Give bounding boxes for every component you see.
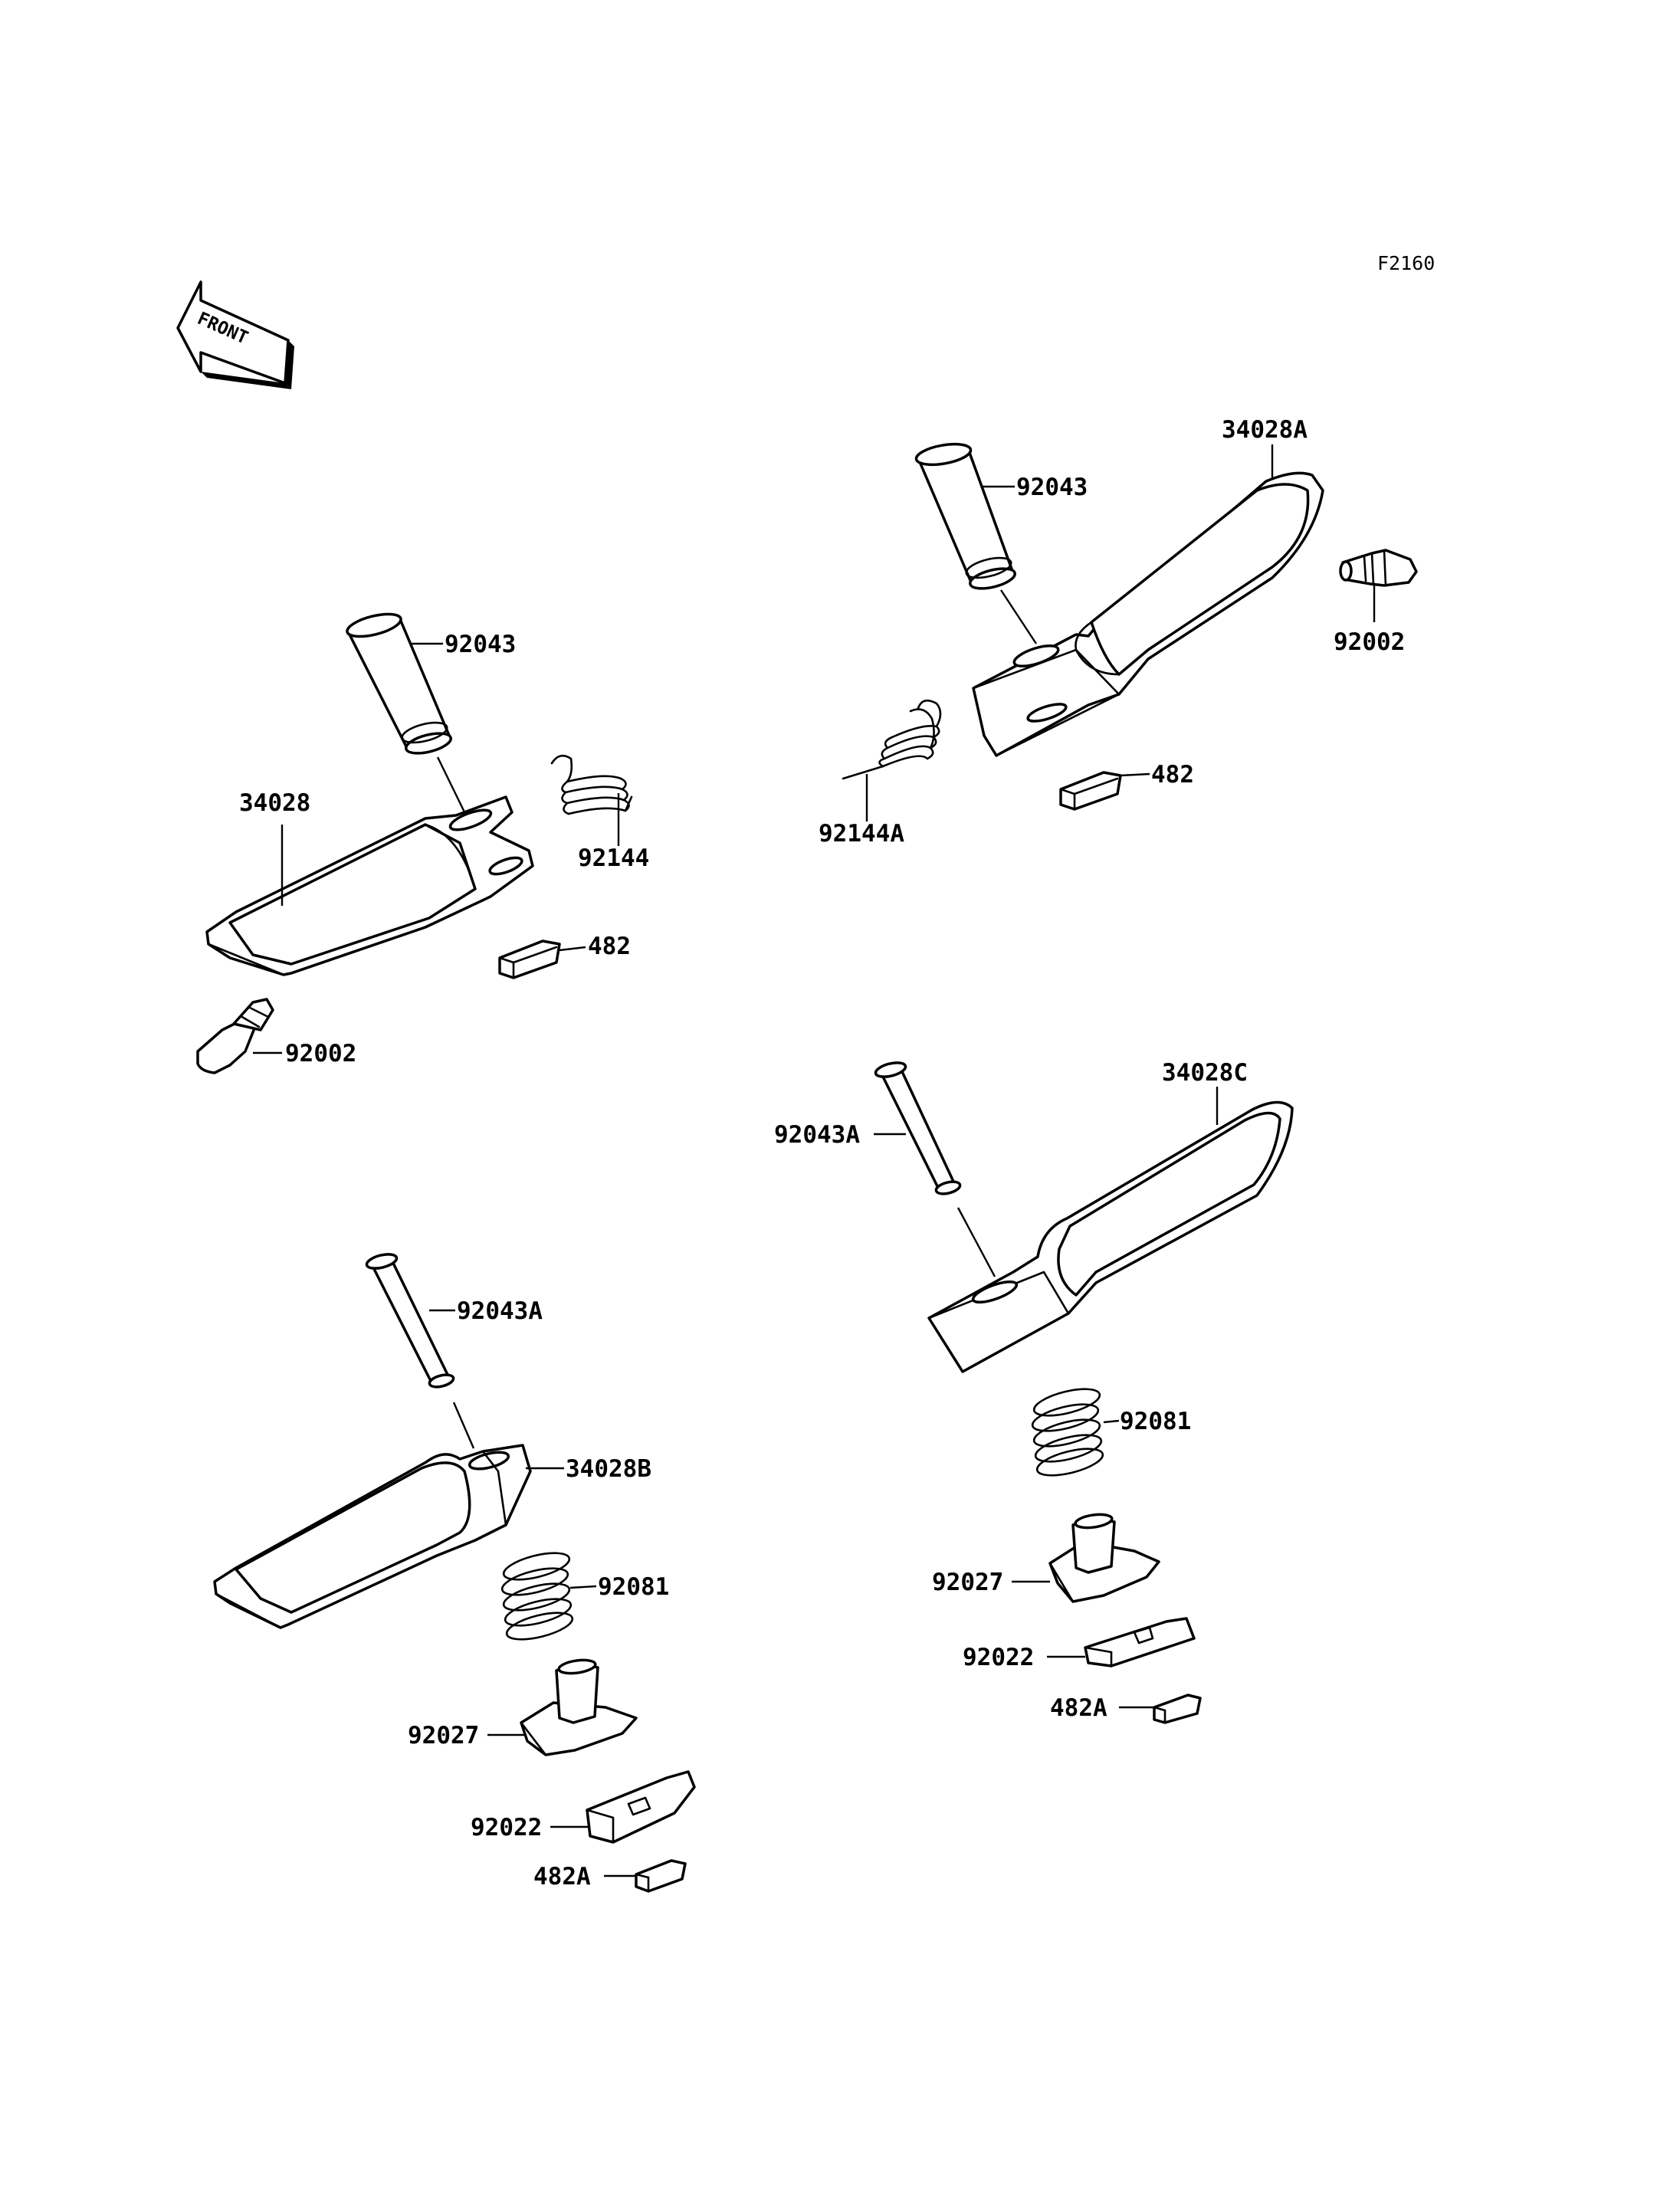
label-92043A-bl: 92043A	[457, 1297, 543, 1325]
label-92043A-br: 92043A	[774, 1121, 860, 1149]
spring-92144A-tr	[842, 699, 942, 780]
clip-482A-br	[1153, 1694, 1202, 1724]
assembly-bottom-right: 92043A 34028C 92081 92027 92022 482A	[774, 1059, 1294, 1724]
assembly-bottom-left: 92043A 34028B 92081 92027 92022 482A	[213, 1253, 696, 1893]
stopper-92002-tr	[1339, 549, 1418, 587]
label-92043-tr: 92043	[1016, 474, 1088, 501]
label-92081-br: 92081	[1120, 1408, 1191, 1435]
clip-482-tl	[498, 939, 561, 979]
label-92022-bl: 92022	[471, 1814, 542, 1841]
label-92002-tr: 92002	[1334, 628, 1405, 656]
label-482-tl: 482	[588, 933, 631, 960]
label-92081-bl: 92081	[598, 1573, 669, 1601]
front-arrow-icon: FRONT	[176, 280, 294, 389]
clip-482-tr	[1059, 771, 1122, 811]
label-482-tr: 482	[1151, 761, 1194, 789]
pin-92043-tl	[346, 612, 452, 755]
spring-92081-bl	[500, 1552, 574, 1641]
bracket-92027-br	[1048, 1513, 1160, 1603]
footpeg-34028C-br	[927, 1100, 1294, 1373]
clip-482A-bl	[635, 1859, 687, 1893]
label-482A-bl: 482A	[533, 1863, 591, 1890]
figure-code: F2160	[1377, 252, 1435, 274]
footpeg-34028B-bl	[213, 1444, 532, 1629]
assembly-top-right: 92043 34028A 92002 92144A 482	[819, 416, 1418, 848]
label-34028A-tr: 34028A	[1222, 416, 1308, 444]
label-482A-br: 482A	[1050, 1694, 1107, 1722]
label-92027-bl: 92027	[408, 1722, 479, 1749]
pin-92043A-br	[874, 1061, 962, 1195]
spring-92081-br	[1031, 1388, 1104, 1477]
spring-92144-tl	[550, 754, 633, 815]
label-92022-br: 92022	[963, 1644, 1034, 1671]
plate-92022-bl	[586, 1770, 696, 1844]
label-92043-tl: 92043	[445, 631, 516, 658]
label-34028-tl: 34028	[239, 789, 310, 817]
label-92027-br: 92027	[932, 1569, 1003, 1596]
pin-92043A-bl	[365, 1253, 455, 1389]
label-92144-tl: 92144	[578, 844, 649, 872]
bracket-92027-bl	[520, 1658, 638, 1756]
plate-92022-br	[1084, 1617, 1196, 1667]
label-34028B-bl: 34028B	[566, 1455, 651, 1483]
pin-92043-tr	[914, 442, 1016, 590]
label-92144A-tr: 92144A	[819, 820, 904, 848]
label-92002-tl: 92002	[285, 1040, 356, 1067]
footpeg-34028A-tr	[972, 471, 1324, 757]
footpeg-34028-tl	[205, 795, 534, 976]
assembly-top-left: 92043 34028 92144 482 92002	[196, 612, 649, 1074]
stopper-92002-tl	[196, 998, 274, 1074]
label-34028C-br: 34028C	[1162, 1059, 1248, 1087]
